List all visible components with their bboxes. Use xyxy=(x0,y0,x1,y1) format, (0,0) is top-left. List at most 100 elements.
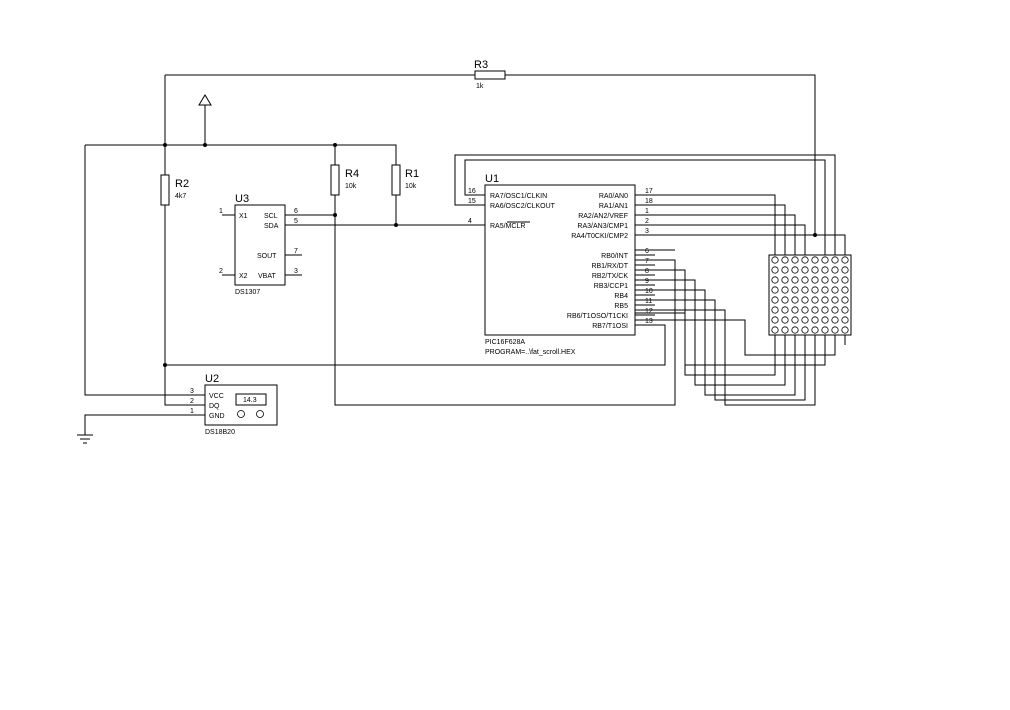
led-dot xyxy=(791,316,799,324)
ic-u3-ds1307[interactable]: U3 DS1307 X1 1 X2 2 SCL 6 SDA 5 SOUT 7 V… xyxy=(219,193,298,296)
u2-pin-gnd: GND xyxy=(209,413,225,420)
resistor-r3[interactable]: R3 1k xyxy=(474,59,506,90)
led-dot xyxy=(841,316,849,324)
led-dot xyxy=(831,316,839,324)
resistor-r2[interactable]: R2 4k7 xyxy=(160,174,189,206)
u3-pin-scl: SCL xyxy=(264,213,278,220)
r2-ref: R2 xyxy=(175,178,189,190)
ic-u1-pic16f628a[interactable]: U1 PIC16F628A PROGRAM=..\fat_scroll.HEX … xyxy=(465,173,655,356)
u1-left-pin-name: RA7/OSC1/CLKIN xyxy=(490,193,547,200)
u1-right-pin-num: 3 xyxy=(645,228,649,235)
u1-right-pin-num: 6 xyxy=(645,248,649,255)
led-dot xyxy=(771,276,779,284)
led-dot xyxy=(831,256,839,264)
led-dot xyxy=(841,276,849,284)
u1-right-pin-num: 13 xyxy=(645,318,653,325)
led-matrix-body xyxy=(768,254,852,336)
led-dot xyxy=(821,326,829,334)
led-dot xyxy=(841,256,849,264)
led-dot xyxy=(781,316,789,324)
led-dot xyxy=(841,326,849,334)
u2-temperature-display xyxy=(235,393,267,406)
r1-ref: R1 xyxy=(405,168,419,180)
u1-right-pin-name: RB0/INT xyxy=(601,253,629,260)
led-dot xyxy=(811,266,819,274)
u3-pinnum-scl: 6 xyxy=(294,208,298,215)
led-dot xyxy=(821,276,829,284)
led-dot xyxy=(791,326,799,334)
u3-pinnum-sda: 5 xyxy=(294,218,298,225)
u1-right-pin-num: 12 xyxy=(645,308,653,315)
led-dot xyxy=(811,306,819,314)
r3-ref: R3 xyxy=(474,59,488,71)
u3-pin-sout: SOUT xyxy=(257,253,277,260)
wires xyxy=(84,74,846,435)
led-dot xyxy=(771,326,779,334)
led-dot xyxy=(841,266,849,274)
u1-right-pin-name: RB1/RX/DT xyxy=(591,263,628,270)
increase-button-icon[interactable] xyxy=(256,410,264,418)
led-dot xyxy=(841,286,849,294)
u2-pinnum-dq: 2 xyxy=(190,398,194,405)
led-dot xyxy=(821,306,829,314)
u1-left-pin-num: 15 xyxy=(468,198,476,205)
u2-pinnum-vcc: 3 xyxy=(190,388,194,395)
led-dot xyxy=(781,286,789,294)
led-dot xyxy=(781,306,789,314)
led-dot xyxy=(791,306,799,314)
resistor-r4[interactable]: R4 10k xyxy=(330,164,359,196)
u1-right-pin-name: RB7/T1OSI xyxy=(592,323,628,330)
led-dot xyxy=(811,286,819,294)
u2-pinnum-gnd: 1 xyxy=(190,408,194,415)
led-dot xyxy=(821,266,829,274)
led-dot xyxy=(791,256,799,264)
led-dot xyxy=(801,306,809,314)
u1-right-pin-num: 11 xyxy=(645,298,652,305)
u2-reading: 14.3 xyxy=(243,397,257,404)
led-dot xyxy=(771,306,779,314)
led-dot xyxy=(781,276,789,284)
u1-right-pin-name: RB2/TX/CK xyxy=(592,273,629,280)
u3-pinnum-vbat: 3 xyxy=(294,268,298,275)
u3-pin-x2: X2 xyxy=(239,273,248,280)
u1-right-pin-num: 10 xyxy=(645,288,653,295)
led-dot xyxy=(771,296,779,304)
u1-part: PIC16F628A xyxy=(485,339,525,346)
junctions xyxy=(163,143,817,367)
u3-pinnum-sout: 7 xyxy=(294,248,298,255)
led-dot xyxy=(831,276,839,284)
led-dot xyxy=(781,326,789,334)
u2-pin-vcc: VCC xyxy=(209,393,224,400)
led-dot xyxy=(781,296,789,304)
resistor-r1[interactable]: R1 10k xyxy=(391,164,419,196)
power-terminal xyxy=(198,94,212,106)
u1-right-pin-name: RA4/T0CKI/CMP2 xyxy=(571,233,628,240)
led-dot xyxy=(831,266,839,274)
u3-part: DS1307 xyxy=(235,289,260,296)
led-dot xyxy=(801,326,809,334)
led-matrix-8x8[interactable] xyxy=(768,254,852,336)
led-dot xyxy=(811,256,819,264)
led-dot xyxy=(771,316,779,324)
led-grid xyxy=(771,256,849,334)
led-dot xyxy=(801,266,809,274)
led-dot xyxy=(841,306,849,314)
led-dot xyxy=(841,296,849,304)
u1-right-pin-name: RA1/AN1 xyxy=(599,203,628,210)
u1-right-pin-name: RA2/AN2/VREF xyxy=(578,213,628,220)
led-dot xyxy=(821,256,829,264)
u1-right-pin-num: 9 xyxy=(645,278,649,285)
r4-value: 10k xyxy=(345,183,357,190)
u3-ref: U3 xyxy=(235,193,249,205)
led-dot xyxy=(791,296,799,304)
r1-value: 10k xyxy=(405,183,417,190)
u3-pin-vbat: VBAT xyxy=(258,273,276,280)
led-dot xyxy=(821,316,829,324)
r2-value: 4k7 xyxy=(175,193,186,200)
sensor-u2-ds18b20[interactable]: U2 DS18B20 VCC 3 DQ 2 GND 1 14.3 xyxy=(190,373,278,436)
decrease-button-icon[interactable] xyxy=(237,410,245,418)
led-dot xyxy=(781,266,789,274)
u1-ref: U1 xyxy=(485,173,499,185)
u2-part: DS18B20 xyxy=(205,429,235,436)
